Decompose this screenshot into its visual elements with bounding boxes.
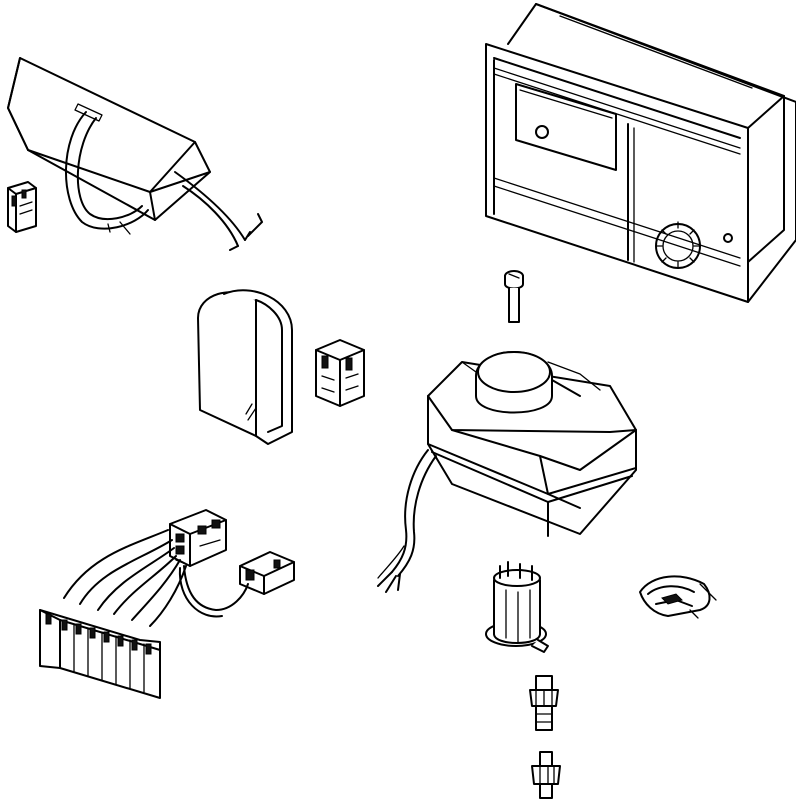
threaded-nipple-large	[529, 675, 559, 731]
controller-unit-display	[485, 3, 796, 303]
room-sensor-housing	[197, 289, 293, 445]
valve-adapter	[485, 561, 549, 653]
clip-bracket	[639, 575, 717, 619]
wall-cable-enclosure	[7, 57, 263, 251]
small-plug-connector-left	[7, 181, 37, 233]
plug-connector-middle	[315, 339, 365, 407]
threaded-nipple-small	[531, 751, 561, 799]
actuator-cable	[377, 449, 437, 593]
actuator-motor	[427, 351, 637, 537]
wiring-harness-terminal-strip	[39, 509, 295, 699]
mounting-screw	[504, 270, 524, 323]
